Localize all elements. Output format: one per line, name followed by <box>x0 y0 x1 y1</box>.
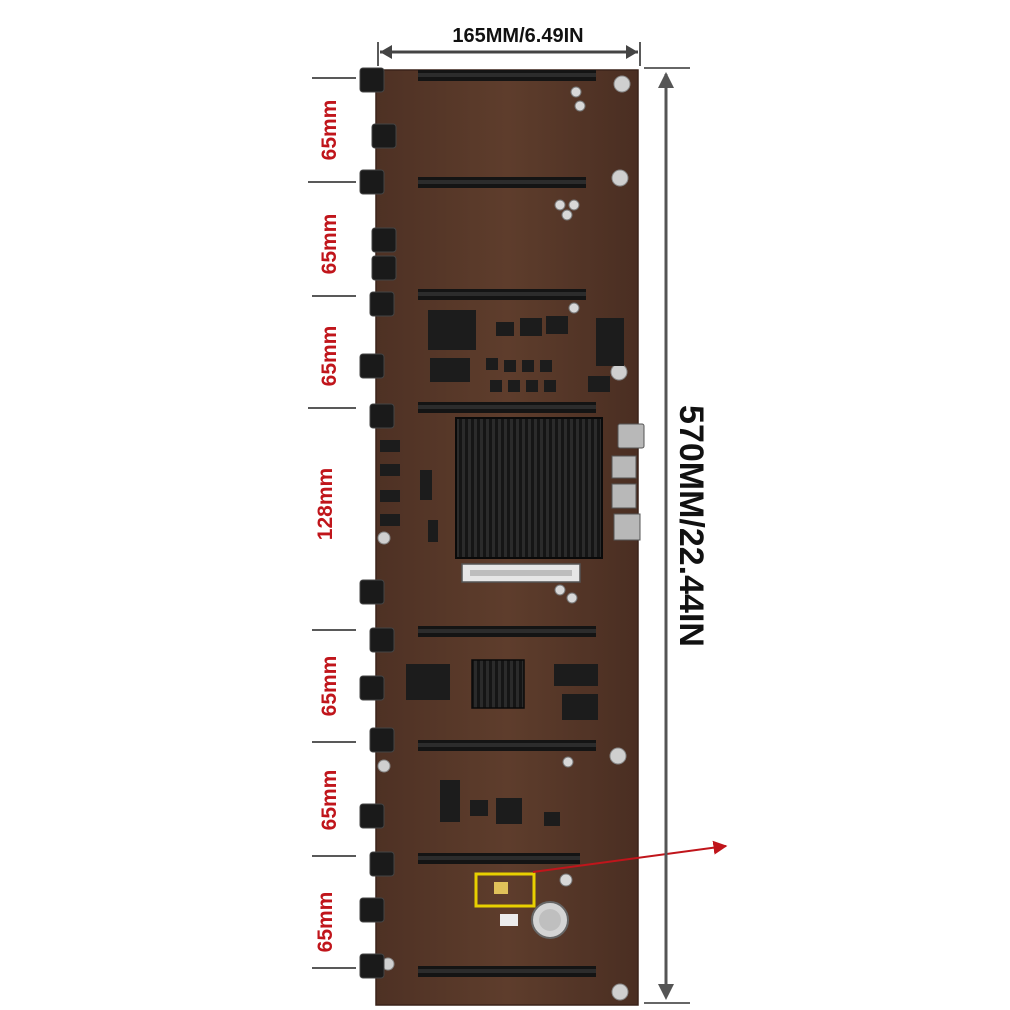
cpu-heatsink <box>455 417 603 559</box>
power-connectors <box>359 67 397 979</box>
pcie-slot <box>418 853 580 864</box>
pcie-slots <box>418 70 596 977</box>
pointer-arrow <box>532 840 728 873</box>
highlight-box <box>474 872 536 926</box>
pcie-slot <box>418 402 596 413</box>
pcie-slot <box>418 966 596 977</box>
width-dimension: 165MM/6.49IN <box>377 25 641 66</box>
spacing-label: 65mm <box>318 326 341 387</box>
height-label: 570MM/22.44IN <box>672 405 710 647</box>
spacing-ticks <box>308 77 356 969</box>
spacing-label: 65mm <box>318 214 341 275</box>
mounting-holes <box>377 75 631 1001</box>
spacing-label: 65mm <box>318 100 341 161</box>
io-ports <box>611 423 645 541</box>
memory-slot <box>461 563 581 583</box>
spacing-labels: 65mm 65mm 65mm 128mm 65mm 65mm 65mm <box>314 100 341 953</box>
spacing-label: 65mm <box>318 770 341 831</box>
board-components <box>380 310 624 826</box>
chipset-heatsink <box>471 659 525 709</box>
capacitors <box>554 86 586 887</box>
pcie-slot <box>418 70 596 81</box>
spacing-label: 128mm <box>314 468 337 540</box>
pcie-slot <box>418 626 596 637</box>
pcie-slot <box>418 289 586 300</box>
pcie-slot <box>418 740 596 751</box>
spacing-label: 65mm <box>314 892 337 953</box>
cmos-battery <box>531 901 569 939</box>
pcie-slot <box>418 177 586 188</box>
width-label: 165MM/6.49IN <box>452 25 583 47</box>
height-dimension: 570MM/22.44IN <box>644 67 710 1004</box>
spacing-label: 65mm <box>318 656 341 717</box>
